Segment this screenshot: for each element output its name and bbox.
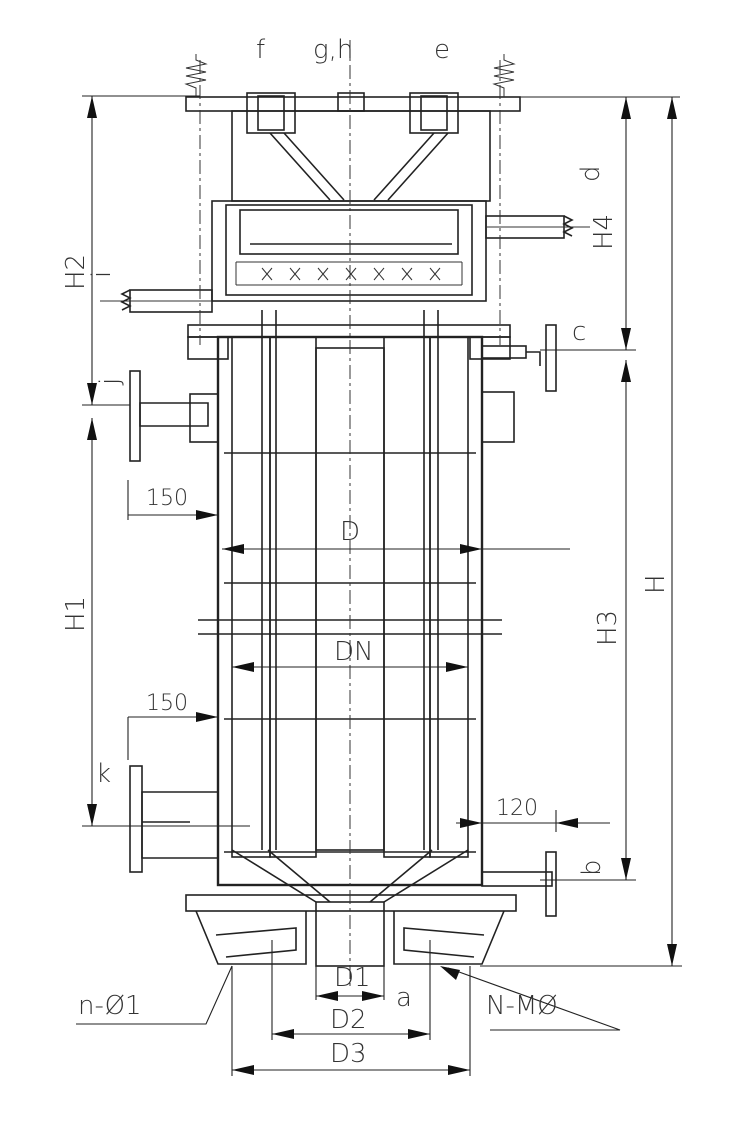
- labels: f g,h e d H4 H2 i j c H1 H3 H D DN 150 1…: [61, 35, 671, 1069]
- label-d: d: [576, 165, 606, 182]
- label-H3: H3: [593, 610, 623, 646]
- label-H4: H4: [589, 214, 619, 250]
- label-b: b: [577, 859, 607, 876]
- label-f: f: [256, 35, 266, 65]
- label-D3: D3: [330, 1039, 367, 1069]
- top-flange: [184, 54, 521, 202]
- label-150-bottom: 150: [146, 691, 188, 716]
- label-H2: H2: [61, 254, 91, 290]
- label-D1: D1: [334, 963, 371, 993]
- label-gh: g,h: [313, 35, 353, 65]
- label-a: a: [396, 983, 412, 1013]
- nozzle-c: [481, 324, 557, 443]
- label-i: i: [87, 271, 117, 278]
- nozzle-k: [129, 765, 219, 873]
- dimensions: [76, 95, 682, 1076]
- label-D: D: [340, 517, 360, 547]
- label-D2: D2: [330, 1005, 367, 1035]
- label-c: c: [572, 317, 586, 347]
- bottom-head: [185, 849, 517, 967]
- label-H1: H1: [61, 596, 91, 632]
- label-150-top: 150: [146, 486, 188, 511]
- label-N-Mphi: N-MØ: [486, 991, 558, 1021]
- nozzle-j: [129, 370, 219, 462]
- label-H: H: [641, 574, 671, 594]
- label-DN: DN: [334, 637, 373, 667]
- upper-chamber: [100, 200, 590, 313]
- label-j: j: [95, 378, 125, 386]
- label-e: e: [434, 35, 450, 65]
- middle-flange: [187, 324, 511, 360]
- label-120: 120: [496, 796, 538, 821]
- label-k: k: [96, 759, 111, 789]
- nozzle-b: [481, 851, 557, 917]
- label-n-phi1: n-Ø1: [78, 991, 142, 1021]
